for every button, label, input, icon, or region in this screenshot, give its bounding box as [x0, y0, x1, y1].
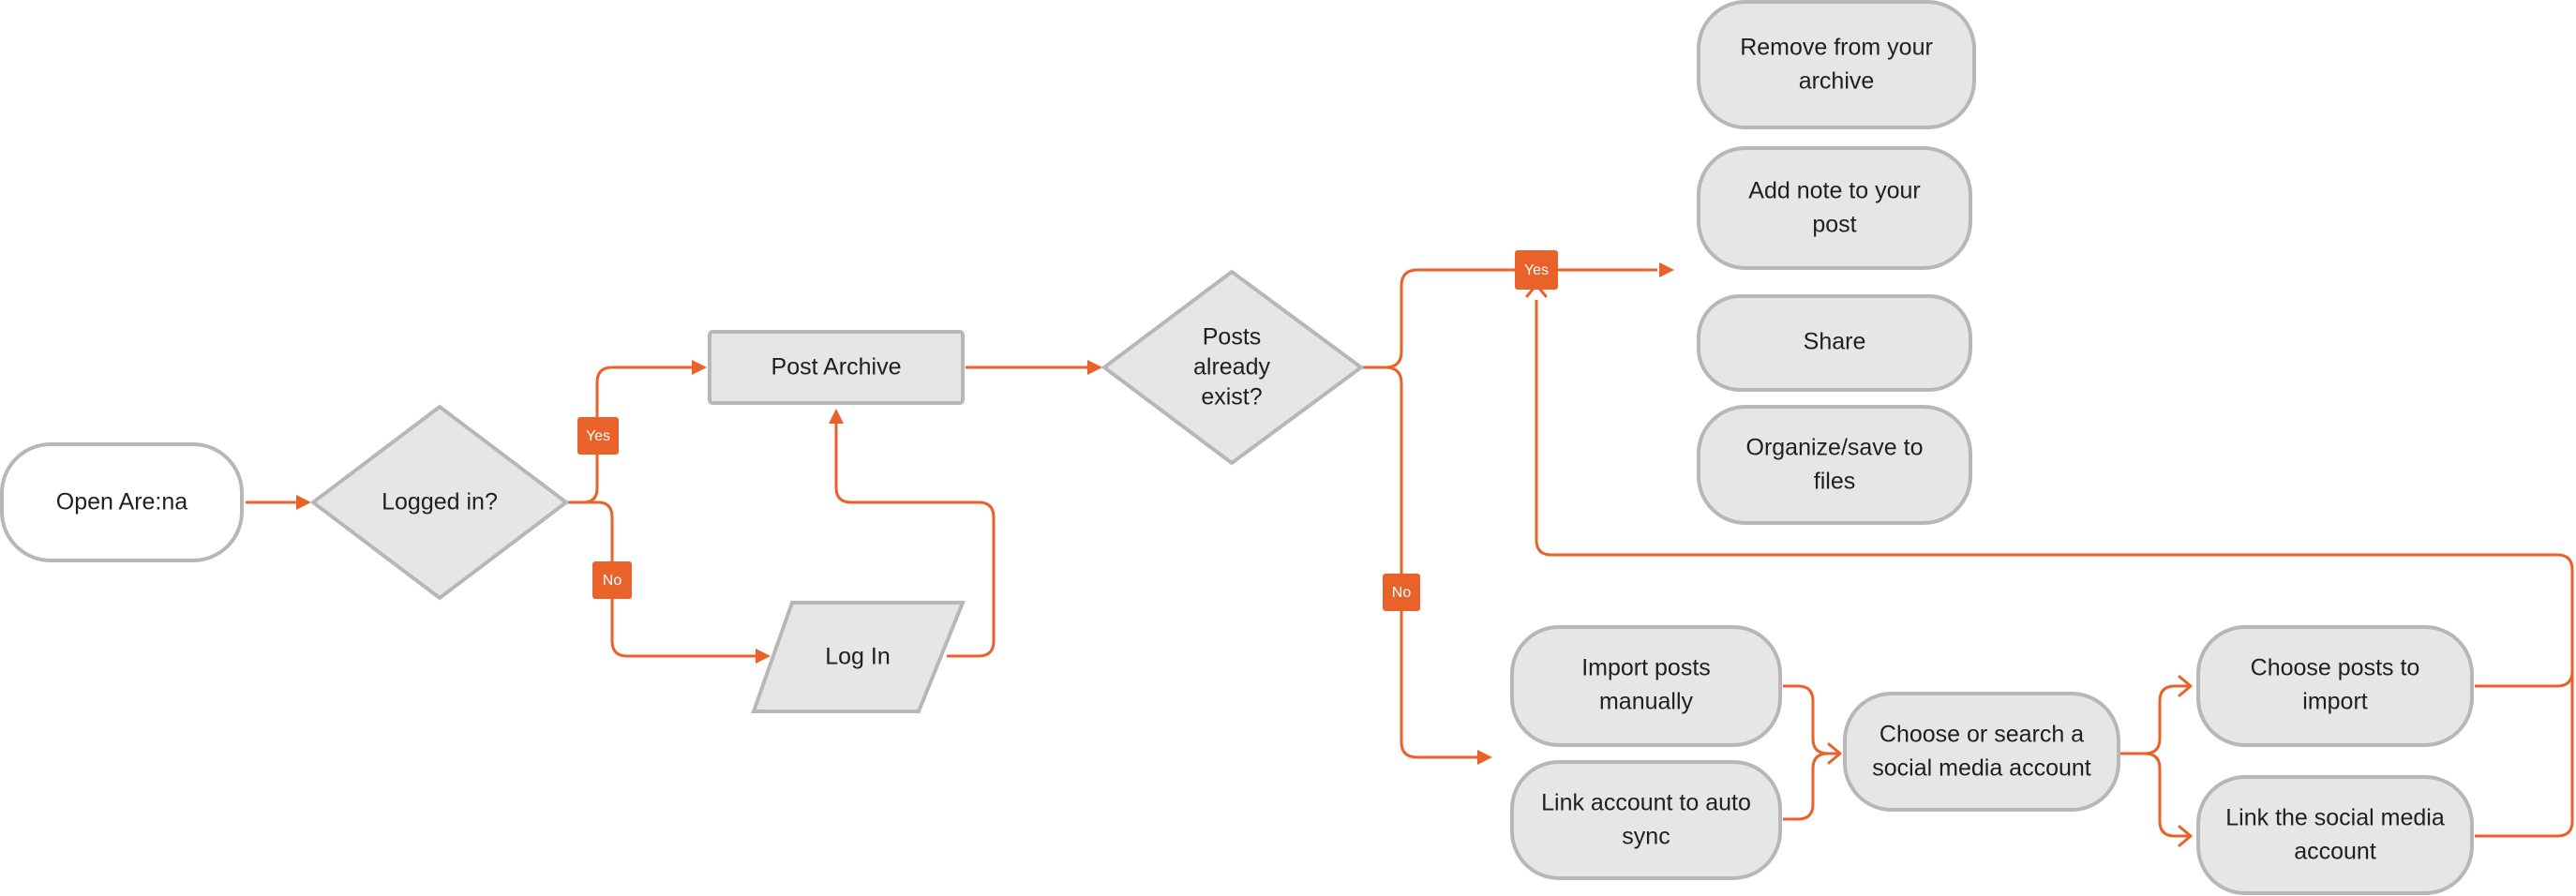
arrowhead [1087, 360, 1102, 375]
arrowhead [756, 649, 771, 664]
arrowhead [1477, 750, 1492, 765]
node-log-in[interactable]: Log In [751, 601, 966, 713]
node-link-auto-sync[interactable]: Link account to auto sync [1510, 760, 1782, 880]
node-label: manually [1599, 689, 1694, 715]
node-choose-posts[interactable]: Choose posts to import [2196, 625, 2474, 747]
badges: Yes No Yes No [577, 250, 1558, 611]
badge-label: Yes [1524, 262, 1549, 278]
badge-label: No [603, 573, 622, 589]
node-label: Link the social media [2225, 805, 2445, 831]
node-open-arena[interactable]: Open Are:na [0, 442, 244, 562]
arrowhead [2178, 825, 2193, 847]
edge-login-to-archive [834, 422, 996, 658]
badge-login-no: No [592, 561, 632, 599]
nodes: Open Are:na Logged in? Post Archive Log … [0, 0, 2474, 895]
edge-import-to-choose [1783, 684, 1839, 755]
node-label: import [2302, 689, 2368, 715]
node-label: archive [1799, 68, 1875, 95]
badge-login-yes: Yes [577, 417, 619, 455]
node-remove-from-archive[interactable]: Remove from your archive [1697, 0, 1976, 129]
badge-label: No [1392, 585, 1412, 601]
arrowhead [296, 495, 311, 510]
node-choose-search-account[interactable]: Choose or search a social media account [1843, 692, 2120, 812]
edge-exist-no [1361, 366, 1477, 759]
edge-sync-to-choose [1783, 752, 1839, 821]
edge-choose-to-posts [2120, 684, 2190, 755]
arrowhead [2178, 675, 2193, 697]
edges [246, 262, 2574, 847]
edge-choose-to-link [2120, 752, 2190, 838]
node-label: Add note to your [1748, 178, 1920, 204]
edge-import-loop-back [1535, 300, 2574, 688]
arrowhead [829, 409, 844, 424]
node-label: post [1812, 212, 1856, 238]
arrowhead [692, 360, 707, 375]
node-label: Remove from your [1740, 35, 1933, 61]
badge-label: Yes [586, 428, 610, 444]
node-label: exist? [1201, 384, 1262, 411]
node-label: files [1814, 469, 1855, 495]
node-label: already [1193, 354, 1270, 381]
node-add-note[interactable]: Add note to your post [1697, 146, 1972, 270]
node-label: Post Archive [771, 354, 902, 381]
node-post-archive[interactable]: Post Archive [708, 330, 965, 405]
node-label: Organize/save to [1746, 435, 1924, 461]
edge-exist-yes [1361, 268, 1657, 369]
node-label: social media account [1872, 755, 2091, 782]
node-label: account [2294, 839, 2376, 865]
arrowhead [1659, 262, 1674, 277]
node-label: sync [1622, 824, 1670, 850]
node-import-manually[interactable]: Import posts manually [1510, 625, 1782, 747]
node-link-social-account[interactable]: Link the social media account [2196, 775, 2474, 895]
node-label: Import posts [1581, 655, 1711, 681]
arrowhead [1827, 742, 1842, 765]
node-label: Link account to auto [1541, 790, 1751, 816]
node-label: Posts [1203, 324, 1262, 351]
node-logged-in-decision[interactable]: Logged in? [309, 404, 570, 601]
node-label: Choose posts to [2251, 655, 2420, 681]
node-posts-exist-decision[interactable]: Posts already exist? [1101, 269, 1365, 466]
node-label: Open Are:na [56, 489, 187, 515]
badge-exist-no: No [1383, 574, 1420, 611]
node-share[interactable]: Share [1697, 294, 1972, 392]
node-label: Logged in? [382, 489, 498, 515]
edge-link-loop-back [2475, 671, 2574, 838]
node-label: Log In [825, 644, 891, 670]
node-label: Share [1804, 329, 1866, 355]
node-label: Choose or search a [1880, 722, 2084, 748]
badge-exist-yes: Yes [1515, 250, 1558, 290]
node-organize-save[interactable]: Organize/save to files [1697, 405, 1972, 525]
